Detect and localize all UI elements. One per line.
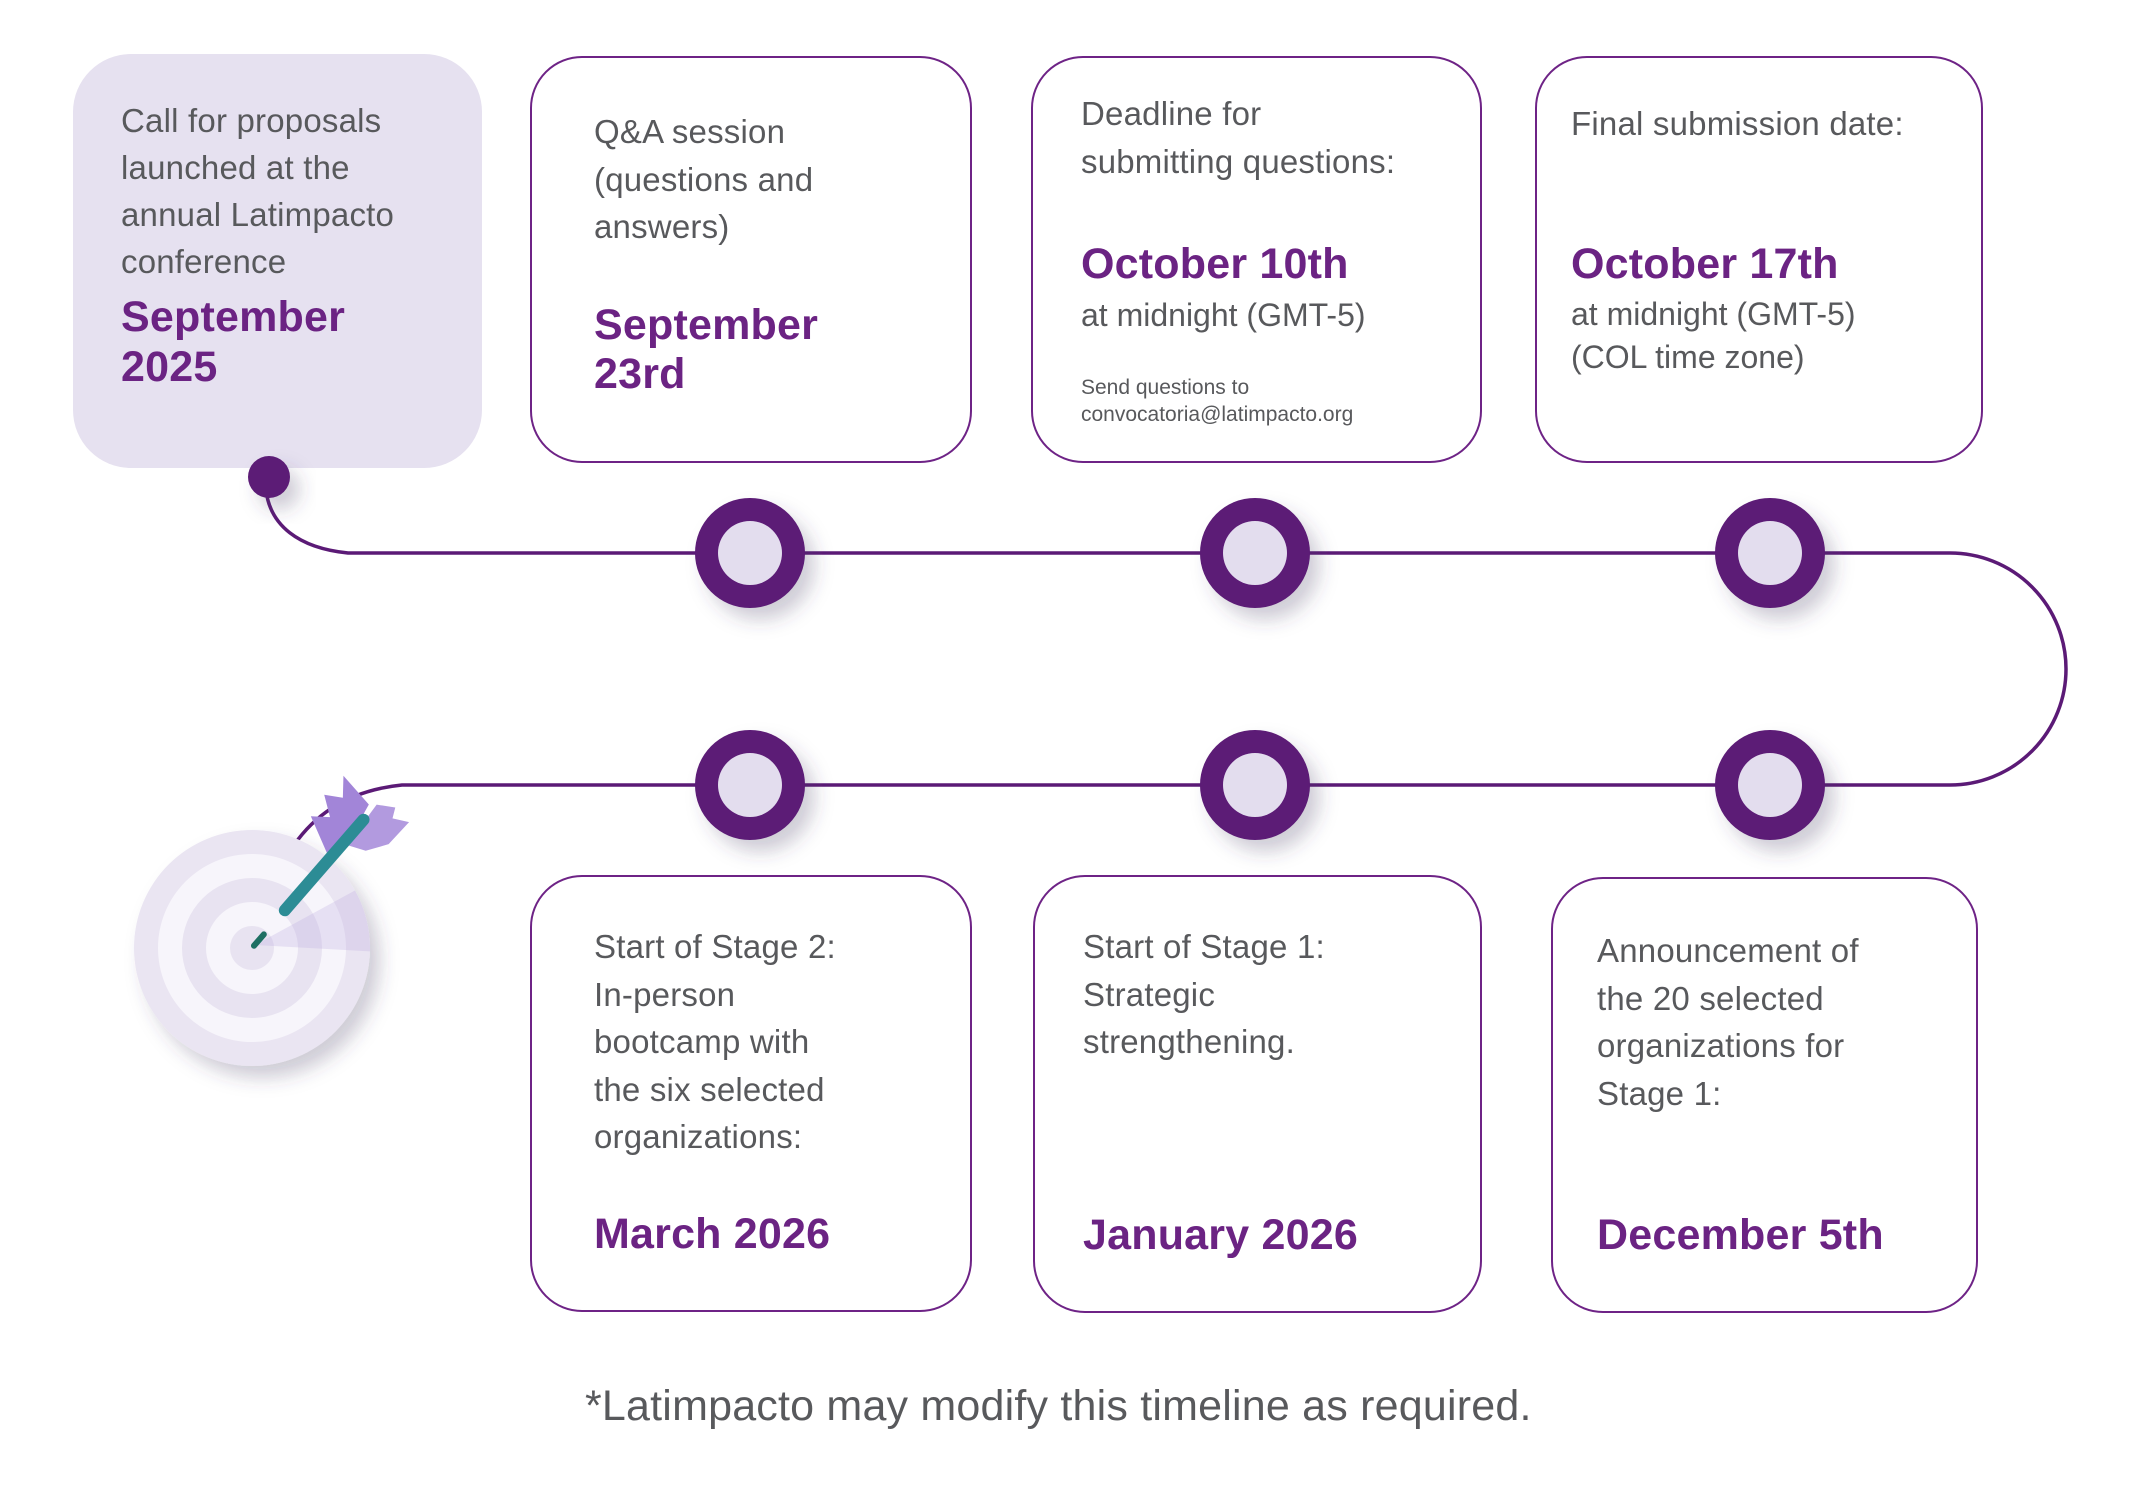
card-final-submission: Final submission date: October 17th at m…	[1535, 56, 1983, 463]
card-contact-note: Send questions to convocatoria@latimpact…	[1081, 376, 1354, 427]
card-launch: Call for proposals launched at the annua…	[73, 54, 482, 468]
card-date: January 2026	[1083, 1211, 1358, 1260]
card-body: Call for proposals launched at the annua…	[121, 102, 395, 280]
card-body: Q&A session (questions and answers)	[594, 113, 814, 246]
card-stage2-start: Start of Stage 2: In-person bootcamp wit…	[530, 875, 972, 1312]
timeline-node	[1200, 730, 1310, 840]
card-date-note: at midnight (GMT-5)	[1081, 296, 1366, 333]
timeline-node	[1715, 730, 1825, 840]
timeline-node	[1200, 498, 1310, 608]
card-date: September 23rd	[594, 300, 819, 399]
dart-shaft	[278, 813, 370, 917]
card-date-note: at midnight (GMT-5) (COL time zone)	[1571, 296, 1856, 375]
timeline-path	[264, 489, 2068, 847]
card-questions-deadline: Deadline for submitting questions: Octob…	[1031, 56, 1482, 463]
target-dart-icon	[134, 775, 410, 1066]
card-body: Final submission date:	[1571, 105, 1904, 142]
card-body: Deadline for submitting questions:	[1081, 95, 1396, 180]
timeline-node	[695, 730, 805, 840]
card-date: October 10th	[1081, 240, 1349, 289]
card-date: October 17th	[1571, 239, 1839, 288]
dart-tip	[254, 898, 296, 945]
card-body: Start of Stage 2: In-person bootcamp wit…	[594, 928, 836, 1156]
card-stage1-start: Start of Stage 1: Strategic strengthenin…	[1033, 875, 1482, 1313]
dart-feather-lower	[346, 804, 410, 851]
card-date: December 5th	[1597, 1211, 1884, 1260]
card-date: March 2026	[594, 1210, 831, 1259]
card-date: September 2025	[121, 293, 346, 392]
card-body: Announcement of the 20 selected organiza…	[1597, 932, 1859, 1112]
card-body: Start of Stage 1: Strategic strengthenin…	[1083, 928, 1325, 1061]
card-announcement: Announcement of the 20 selected organiza…	[1551, 877, 1978, 1313]
timeline-disclaimer: *Latimpacto may modify this timeline as …	[585, 1382, 1532, 1430]
timeline-node	[1715, 498, 1825, 608]
dart-feather-upper	[310, 775, 369, 856]
card-qa-session: Q&A session (questions and answers) Sept…	[530, 56, 972, 463]
timeline-node	[695, 498, 805, 608]
